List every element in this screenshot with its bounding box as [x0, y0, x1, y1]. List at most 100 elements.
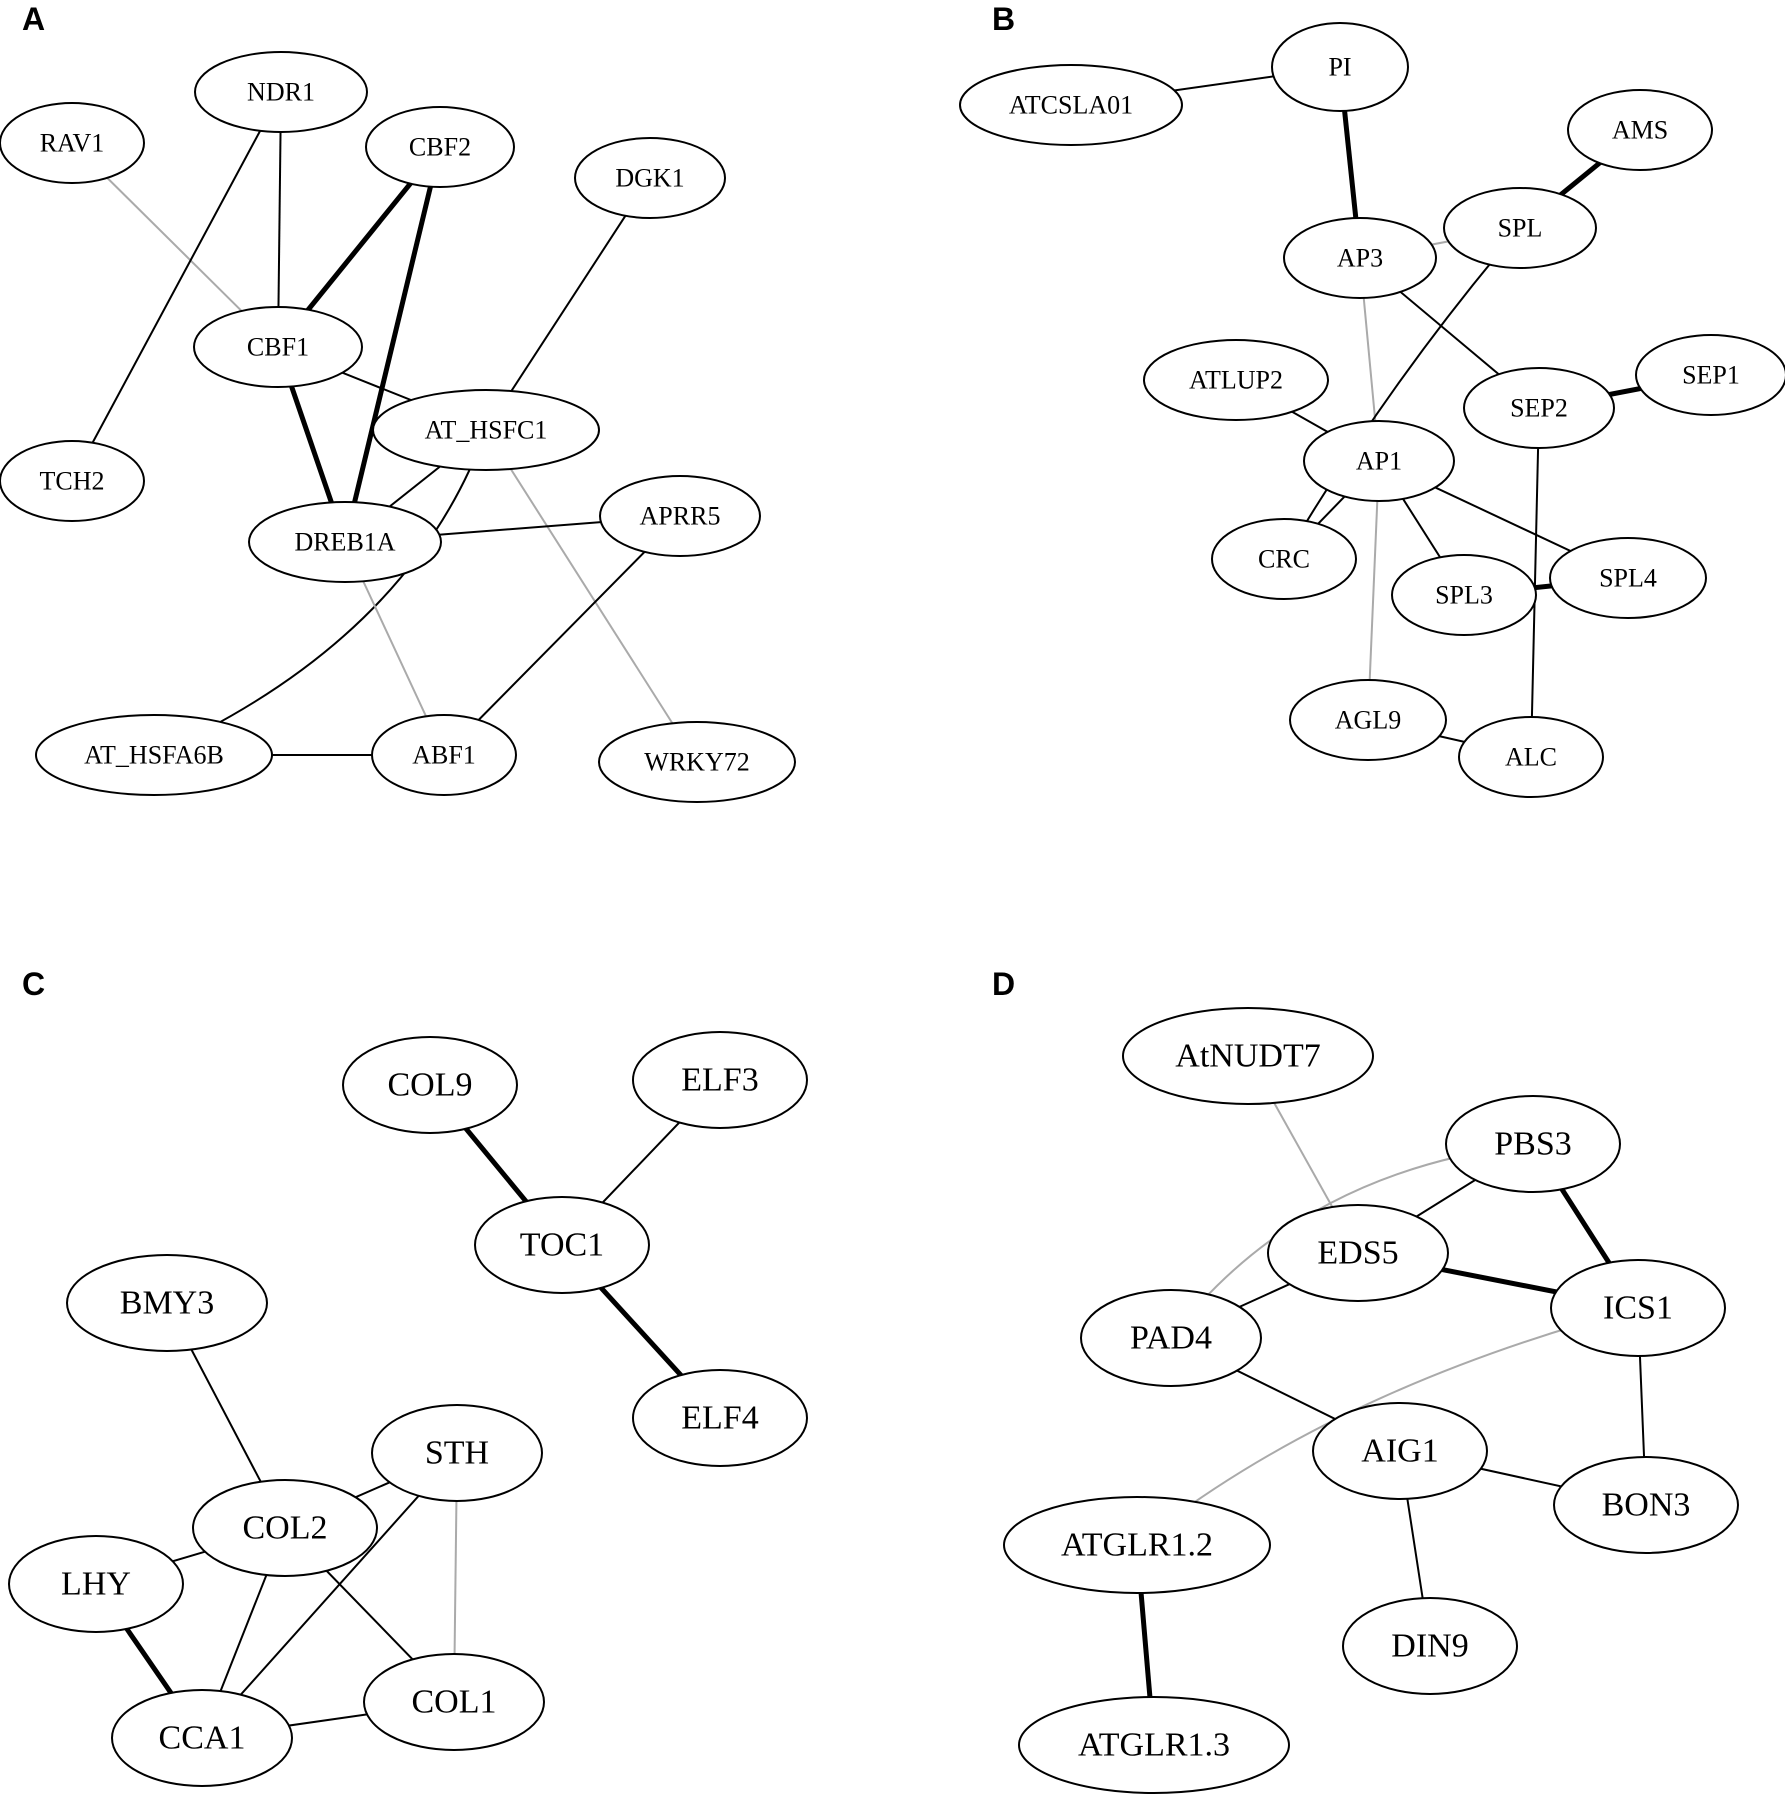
- node-label: LHY: [61, 1566, 131, 1603]
- node-pi: PI: [1271, 22, 1409, 112]
- node-shape: [474, 1196, 650, 1294]
- node-bmy3: BMY3: [66, 1254, 268, 1352]
- edge-ap1-agl9: [1367, 460, 1380, 721]
- node-shape: [1018, 1696, 1290, 1794]
- node-shape: [1391, 554, 1537, 636]
- panel-b: B PIATCSLA01AMSSPLAP3ATLUP2SEP2SEP1AP1CR…: [959, 1, 1785, 798]
- node-label: ABF1: [412, 741, 476, 770]
- node-label: ELF3: [681, 1062, 758, 1099]
- node-label: DIN9: [1391, 1628, 1468, 1665]
- node-label: BMY3: [120, 1285, 214, 1322]
- node-label: CRC: [1258, 545, 1310, 574]
- node-spl3: SPL3: [1391, 554, 1537, 636]
- node-ndr1: NDR1: [194, 51, 368, 133]
- node-shape: [35, 714, 273, 796]
- node-shape: [1080, 1289, 1262, 1387]
- node-cbf1: CBF1: [193, 306, 363, 388]
- panel-d-nodes: AtNUDT7PBS3EDS5ICS1PAD4AIG1BON3ATGLR1.2D…: [1003, 1007, 1739, 1794]
- panel-c-edges: [93, 1079, 722, 1740]
- node-shape: [632, 1031, 808, 1129]
- node-atnudt7: AtNUDT7: [1122, 1007, 1374, 1105]
- panel-d: D AtNUDT7PBS3EDS5ICS1PAD4AIG1BON3ATGLR1.…: [992, 966, 1739, 1794]
- node-shape: [1211, 518, 1357, 600]
- node-label: PBS3: [1494, 1126, 1572, 1163]
- node-label: TOC1: [520, 1227, 604, 1264]
- node-lhy: LHY: [8, 1535, 184, 1633]
- node-cbf2: CBF2: [365, 106, 515, 188]
- node-label: ALC: [1505, 743, 1557, 772]
- node-label: ATGLR1.2: [1061, 1527, 1213, 1564]
- edge-ndr1-cbf1: [277, 91, 282, 348]
- node-eds5: EDS5: [1267, 1204, 1449, 1302]
- node-atcsla01: ATCSLA01: [959, 64, 1183, 146]
- node-label: BON3: [1602, 1487, 1691, 1524]
- node-shape: [8, 1535, 184, 1633]
- node-col2: COL2: [192, 1479, 378, 1577]
- node-shape: [66, 1254, 268, 1352]
- node-label: ATLUP2: [1189, 366, 1283, 395]
- node-shape: [1312, 1402, 1488, 1500]
- node-alc: ALC: [1458, 716, 1604, 798]
- node-label: SEP2: [1510, 394, 1568, 423]
- node-shape: [194, 51, 368, 133]
- node-shape: [365, 106, 515, 188]
- node-label: CCA1: [159, 1720, 246, 1757]
- node-label: AIG1: [1361, 1433, 1438, 1470]
- node-shape: [193, 306, 363, 388]
- node-shape: [0, 440, 145, 522]
- node-label: PAD4: [1130, 1320, 1212, 1357]
- edge-spl-crc: [1283, 227, 1521, 560]
- node-label: STH: [425, 1435, 489, 1472]
- panel-d-label: D: [992, 966, 1015, 1002]
- node-aprr5: APRR5: [599, 475, 761, 557]
- node-label: WRKY72: [644, 748, 749, 777]
- node-ics1: ICS1: [1550, 1259, 1726, 1357]
- edge-at-hsfc1-at-hsfa6b: [153, 429, 487, 756]
- node-shape: [1443, 187, 1597, 269]
- node-elf3: ELF3: [632, 1031, 808, 1129]
- node-shape: [959, 64, 1183, 146]
- node-spl: SPL: [1443, 187, 1597, 269]
- node-shape: [574, 137, 726, 219]
- edge-aprr5-abf1: [443, 515, 681, 756]
- node-shape: [371, 714, 517, 796]
- node-shape: [1553, 1456, 1739, 1554]
- edge-cbf2-dreb1a: [342, 146, 443, 543]
- node-label: SPL: [1498, 214, 1543, 243]
- node-bon3: BON3: [1553, 1456, 1739, 1554]
- node-label: AGL9: [1335, 706, 1401, 735]
- node-shape: [248, 501, 442, 583]
- node-label: ATCSLA01: [1009, 91, 1133, 120]
- node-label: CBF2: [409, 133, 471, 162]
- node-shape: [1463, 367, 1615, 449]
- node-shape: [1549, 537, 1707, 619]
- node-atglr1-2: ATGLR1.2: [1003, 1496, 1271, 1594]
- node-shape: [1550, 1259, 1726, 1357]
- node-atlup2: ATLUP2: [1143, 339, 1329, 421]
- node-shape: [1003, 1496, 1271, 1594]
- node-shape: [1267, 1204, 1449, 1302]
- panel-b-edges: [1070, 66, 1712, 758]
- node-shape: [1458, 716, 1604, 798]
- node-label: TCH2: [40, 467, 105, 496]
- node-toc1: TOC1: [474, 1196, 650, 1294]
- node-label: SPL3: [1435, 581, 1493, 610]
- node-wrky72: WRKY72: [598, 721, 796, 803]
- node-shape: [1283, 217, 1437, 299]
- node-label: COL2: [243, 1510, 328, 1547]
- node-label: AT_HSFA6B: [84, 741, 224, 770]
- node-shape: [1289, 679, 1447, 761]
- node-pbs3: PBS3: [1445, 1095, 1621, 1193]
- node-shape: [632, 1369, 808, 1467]
- node-at-hsfc1: AT_HSFC1: [372, 389, 600, 471]
- node-label: AP1: [1356, 447, 1402, 476]
- node-spl4: SPL4: [1549, 537, 1707, 619]
- node-at-hsfa6b: AT_HSFA6B: [35, 714, 273, 796]
- node-label: COL9: [388, 1067, 473, 1104]
- node-label: CBF1: [247, 333, 309, 362]
- node-aig1: AIG1: [1312, 1402, 1488, 1500]
